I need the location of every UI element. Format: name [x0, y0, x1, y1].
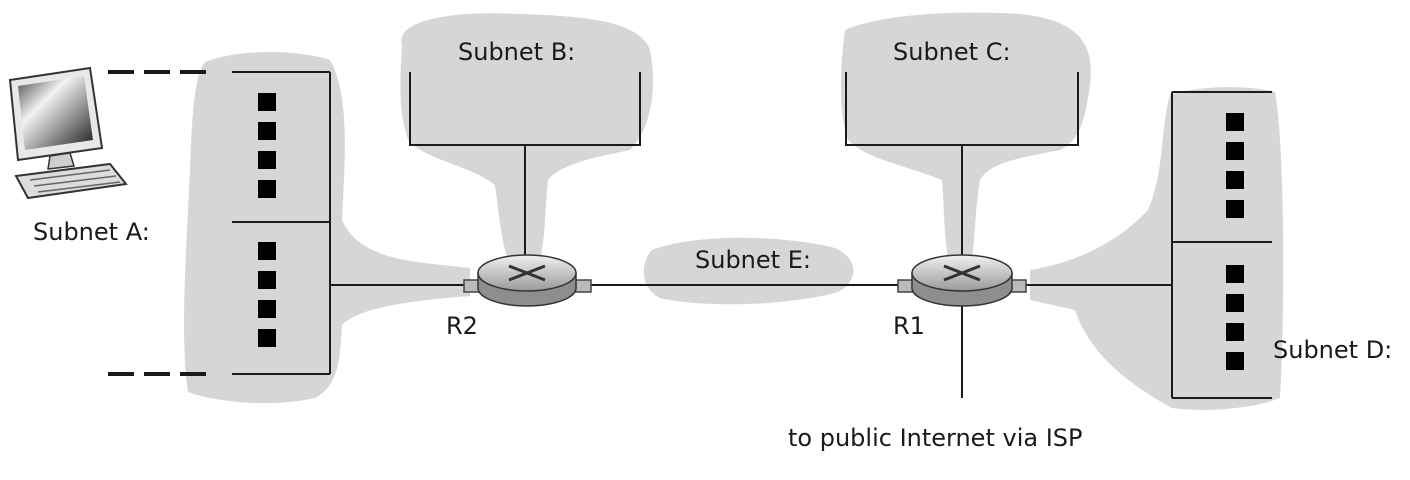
switch-port [258, 122, 276, 140]
monitor-screen [18, 76, 93, 150]
router-r1-label: R1 [893, 312, 925, 340]
router-r2 [463, 254, 592, 307]
switch-port [1226, 265, 1244, 283]
subnet-b-region [400, 13, 654, 261]
connections [330, 145, 1172, 398]
switch-port [1226, 294, 1244, 312]
subnet-b-bus [409, 72, 641, 146]
subnet-c-region [840, 12, 1091, 258]
switch-port [1226, 171, 1244, 189]
keyboard-keys [33, 175, 117, 187]
switch-port [1226, 113, 1244, 131]
subnet-a-switch [232, 71, 331, 375]
router-r1 [897, 254, 1027, 307]
switch-port [1226, 323, 1244, 341]
subnet-regions [184, 12, 1284, 410]
switch-port [258, 271, 276, 289]
keyboard-keys [37, 181, 121, 193]
subnet-d-switch [1171, 91, 1272, 399]
switch-port [1226, 200, 1244, 218]
switch-port [258, 93, 276, 111]
computer-icon [8, 66, 128, 200]
isp-label: to public Internet via ISP [788, 424, 1082, 452]
switch-port [258, 151, 276, 169]
monitor-stand [47, 152, 75, 170]
router-arrows-icon [508, 264, 546, 282]
subnet-a-region [184, 52, 470, 404]
subnet-d-region [1030, 87, 1284, 410]
subnet-a-label: Subnet A: [33, 218, 150, 246]
switch-port [258, 180, 276, 198]
keyboard-keys [29, 169, 111, 181]
subnet-e-region [643, 237, 854, 305]
switch-port [258, 329, 276, 347]
router-port [574, 279, 592, 293]
subnet-e-label: Subnet E: [695, 246, 811, 274]
switch-port [258, 242, 276, 260]
router-r2-label: R2 [446, 312, 478, 340]
switch-port [1226, 142, 1244, 160]
switch-port [258, 300, 276, 318]
subnet-d-label: Subnet D: [1273, 336, 1392, 364]
subnet-c-bus [845, 72, 1079, 146]
switch-port [1226, 352, 1244, 370]
router-arrows-icon [943, 264, 981, 282]
subnet-b-label: Subnet B: [458, 38, 575, 66]
subnet-c-label: Subnet C: [893, 38, 1011, 66]
